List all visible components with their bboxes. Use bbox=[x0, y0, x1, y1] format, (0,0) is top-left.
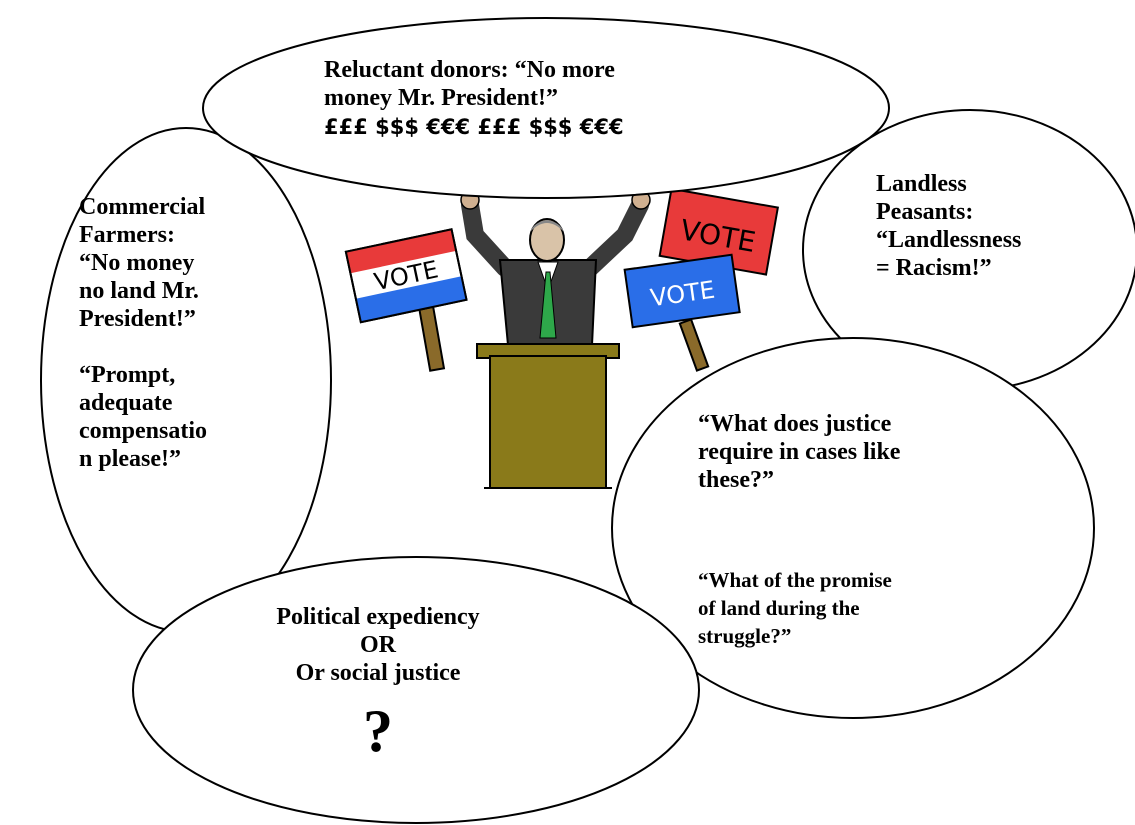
farmers-line-7: adequate bbox=[79, 390, 173, 416]
question-mark: ? bbox=[363, 698, 393, 764]
peasants-line-1: Landless bbox=[876, 171, 967, 197]
justice-text: “What does justice require in cases like… bbox=[698, 410, 988, 494]
farmers-line-3: “No money bbox=[79, 250, 195, 276]
justice-line-1: “What does justice bbox=[698, 411, 892, 437]
farmers-line-5: President!” bbox=[79, 306, 196, 332]
farmers-line-9: n please!” bbox=[79, 446, 181, 472]
justice-line-5: of land during the bbox=[698, 596, 860, 620]
vote-sign-left: VOTE bbox=[344, 228, 468, 372]
farmers-line-2: Farmers: bbox=[79, 222, 175, 248]
farmers-line-8: compensatio bbox=[79, 418, 207, 444]
donors-line-2: money Mr. President!” bbox=[324, 85, 558, 111]
donors-text: Reluctant donors: “No more money Mr. Pre… bbox=[324, 56, 784, 142]
expediency-bubble bbox=[132, 556, 700, 824]
expediency-line-3: Or social justice bbox=[295, 660, 461, 686]
donors-line-1: Reluctant donors: “No more bbox=[324, 57, 615, 83]
expediency-text: Political expediency OR Or social justic… bbox=[218, 603, 538, 769]
peasants-line-2: Peasants: bbox=[876, 199, 974, 225]
justice-line-2: require in cases like bbox=[698, 439, 901, 465]
justice-line-3: these?” bbox=[698, 467, 774, 493]
justice-text-2: “What of the promise of land during the … bbox=[698, 566, 988, 650]
vote-sign-red: VOTE bbox=[658, 187, 780, 372]
farmers-line-4: no land Mr. bbox=[79, 278, 199, 304]
justice-bubble bbox=[611, 337, 1095, 719]
expediency-line-2: OR bbox=[360, 632, 396, 658]
farmers-line-1: Commercial bbox=[79, 194, 206, 220]
expediency-line-1: Political expediency bbox=[276, 604, 480, 630]
peasants-line-4: = Racism!” bbox=[876, 255, 992, 281]
farmers-spacer bbox=[79, 333, 279, 361]
vote-sign-blue: VOTE bbox=[623, 253, 741, 329]
justice-line-6: struggle?” bbox=[698, 624, 792, 648]
peasants-text: Landless Peasants: “Landlessness = Racis… bbox=[876, 170, 1106, 282]
donors-bubble bbox=[202, 17, 890, 199]
justice-line-4: “What of the promise bbox=[698, 568, 892, 592]
farmers-text: Commercial Farmers: “No money no land Mr… bbox=[79, 193, 279, 534]
politician-at-podium-icon: VOTE VOTE VOTE bbox=[344, 187, 780, 489]
farmers-line-6: “Prompt, bbox=[79, 362, 176, 388]
peasants-line-3: “Landlessness bbox=[876, 227, 1022, 253]
currency-symbols: £££ $$$ €€€ £££ $$$ €€€ bbox=[324, 115, 624, 139]
